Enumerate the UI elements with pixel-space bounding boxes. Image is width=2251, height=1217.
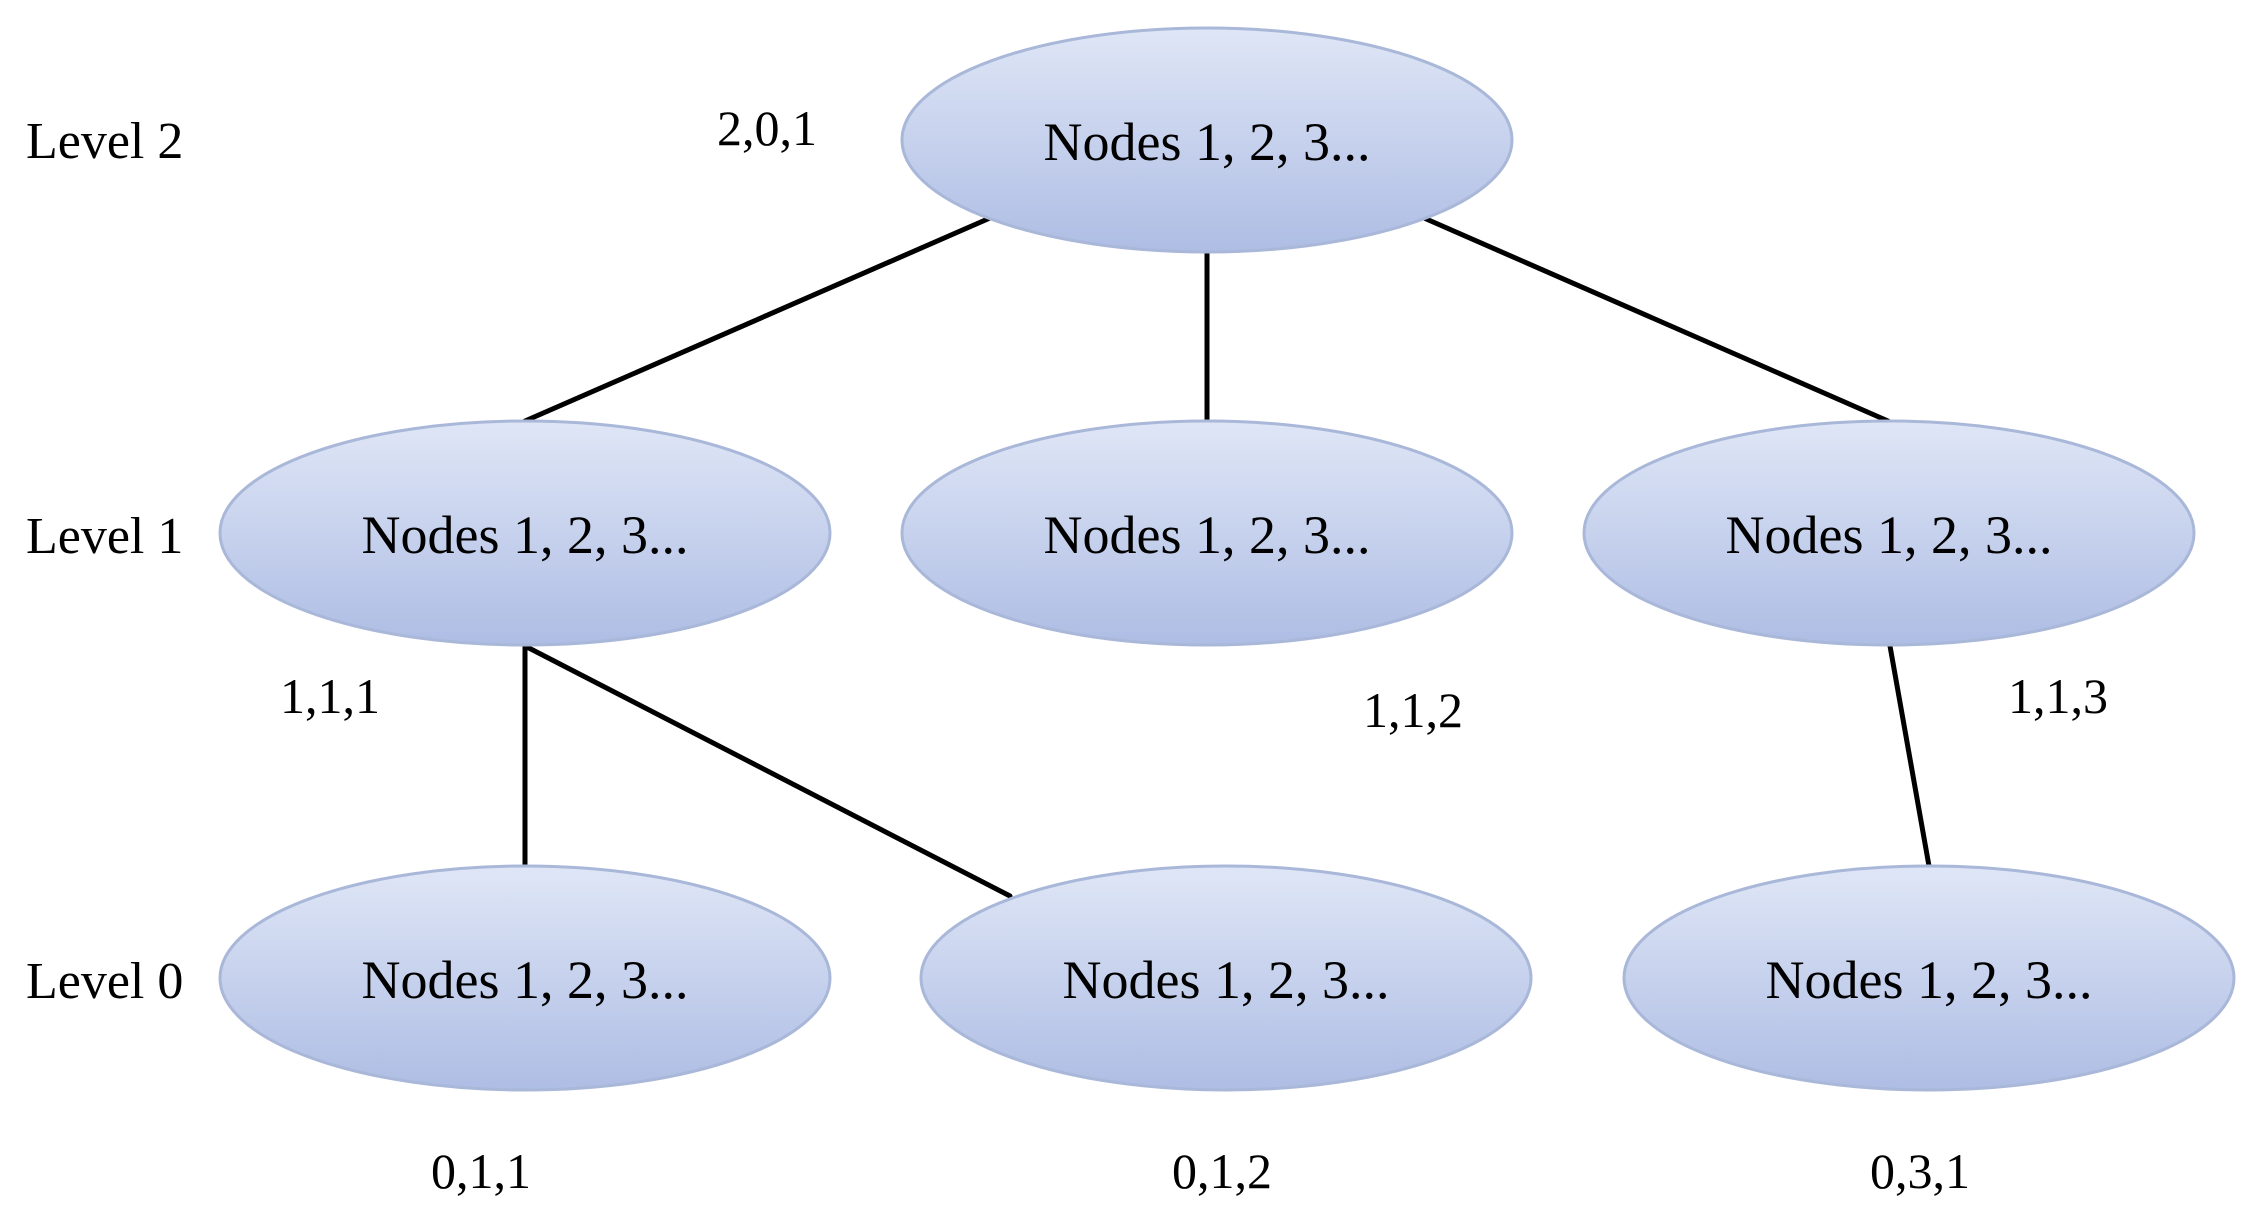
- node-l1-left: Nodes 1, 2, 3...: [218, 419, 832, 647]
- edge-root-to-l1-left: [522, 215, 993, 424]
- node-l0-right: Nodes 1, 2, 3...: [1622, 864, 2236, 1092]
- node-id-labels: 2,0,1 1,1,1 1,1,2 1,1,3 0,1,1 0,1,2 0,3,…: [280, 100, 2108, 1199]
- edges: [522, 215, 1932, 899]
- node-l1-mid-ellipse: [900, 419, 1514, 647]
- node-l0-mid-label: Nodes 1, 2, 3...: [1063, 950, 1390, 1010]
- node-root: Nodes 1, 2, 3...: [900, 26, 1514, 254]
- node-root-label: Nodes 1, 2, 3...: [1044, 112, 1371, 172]
- node-l0-mid-ellipse: [919, 864, 1533, 1092]
- node-root-ellipse: [900, 26, 1514, 254]
- level-2-label: Level 2: [26, 113, 183, 170]
- level-0-label: Level 0: [26, 953, 183, 1010]
- node-l1-right-ellipse: [1582, 419, 2196, 647]
- node-l0-right-label: Nodes 1, 2, 3...: [1766, 950, 2093, 1010]
- node-l0-left-id: 0,1,1: [431, 1143, 531, 1199]
- node-l1-right-id: 1,1,3: [2008, 668, 2108, 724]
- node-l1-left-id: 1,1,1: [280, 668, 380, 724]
- node-root-id: 2,0,1: [717, 100, 817, 156]
- node-l0-right-id: 0,3,1: [1870, 1143, 1970, 1199]
- node-l0-left-ellipse: [218, 864, 832, 1092]
- node-l1-mid-label: Nodes 1, 2, 3...: [1044, 505, 1371, 565]
- node-l1-left-label: Nodes 1, 2, 3...: [362, 505, 689, 565]
- node-l0-mid: Nodes 1, 2, 3...: [919, 864, 1533, 1092]
- node-l0-left-label: Nodes 1, 2, 3...: [362, 950, 689, 1010]
- edge-root-to-l1-right: [1421, 215, 1891, 424]
- level-labels: Level 2 Level 1 Level 0: [26, 113, 183, 1010]
- node-l0-mid-id: 0,1,2: [1172, 1143, 1272, 1199]
- node-l0-left: Nodes 1, 2, 3...: [218, 864, 832, 1092]
- level-1-label: Level 1: [26, 508, 183, 565]
- node-l0-right-ellipse: [1622, 864, 2236, 1092]
- node-l1-right-label: Nodes 1, 2, 3...: [1726, 505, 2053, 565]
- node-l1-right: Nodes 1, 2, 3...: [1582, 419, 2196, 647]
- edge-l1-right-to-l0-right: [1887, 643, 1932, 869]
- edge-l1-left-to-l0-mid: [522, 643, 1013, 899]
- node-l1-mid: Nodes 1, 2, 3...: [900, 419, 1514, 647]
- node-l1-mid-id: 1,1,2: [1363, 682, 1463, 738]
- node-l1-left-ellipse: [218, 419, 832, 647]
